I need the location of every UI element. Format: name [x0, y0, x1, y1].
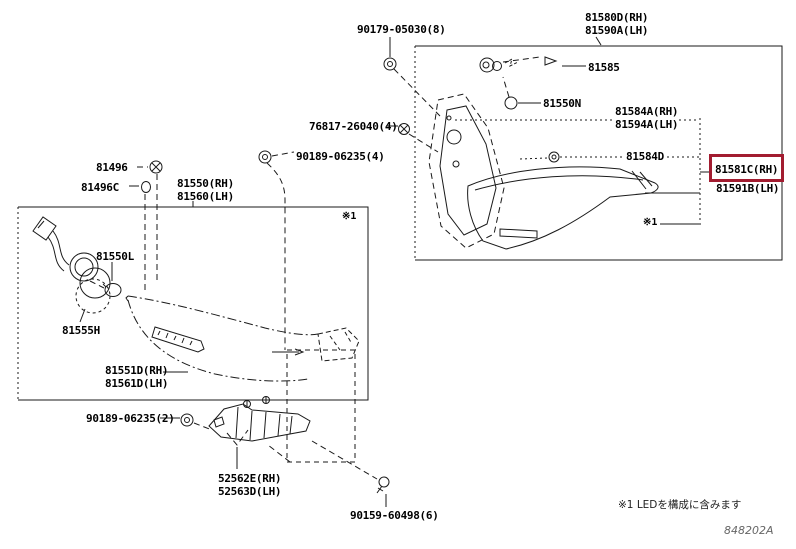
leader-lines-solid: [79, 36, 710, 507]
tail-lamp-lens-drawing: [467, 166, 659, 250]
part-label-81584a[interactable]: 81584A(RH): [615, 105, 679, 118]
part-label-52563d[interactable]: 52563D(LH): [218, 485, 282, 498]
lamp-body-81551d-drawing: [125, 295, 360, 382]
part-label-81555h[interactable]: 81555H: [62, 324, 100, 337]
bulb-81585-drawing: [479, 56, 558, 73]
gasket-81584a-drawing: [428, 93, 505, 249]
screw-81496-icon: [149, 160, 163, 174]
leader-lines-dashed: [89, 56, 541, 480]
part-label-81550l[interactable]: 81550L: [96, 250, 134, 263]
part-label-81590a[interactable]: 81590A(LH): [585, 24, 649, 37]
part-label-81550[interactable]: 81550(RH): [177, 177, 234, 190]
bracket-52562e-drawing: [208, 396, 311, 442]
nut-icon: [383, 57, 397, 71]
part-label-81594a[interactable]: 81594A(LH): [615, 118, 679, 131]
detail-region-box: [286, 349, 356, 463]
clip-90189-4-icon: [258, 150, 272, 164]
right-assembly-box: [414, 45, 783, 261]
led-footnote: ※1 LEDを構成に含みます: [618, 499, 742, 511]
screw-90159-icon: [376, 476, 390, 494]
left-assembly-box: [17, 206, 369, 401]
part-label-52562e[interactable]: 52562E(RH): [218, 472, 282, 485]
leader-lines-dotted: [455, 118, 701, 225]
part-label-90189-06235-2[interactable]: 90189-06235(2): [86, 412, 175, 425]
part-label-90159-60498[interactable]: 90159-60498(6): [350, 509, 439, 522]
socket-81555h-drawing: [32, 216, 111, 314]
grommet-81496c-icon: [141, 181, 151, 193]
part-label-81551d-81561d[interactable]: 81551D(RH) 81561D(LH): [105, 364, 169, 390]
part-label-81560[interactable]: 81560(LH): [177, 190, 234, 203]
grommet-81550n-icon: [504, 96, 518, 110]
part-label-81496c[interactable]: 81496C: [81, 181, 119, 194]
figure-code: 848202A: [724, 524, 774, 537]
part-label-81550-81560[interactable]: 81550(RH) 81560(LH): [177, 177, 234, 203]
part-label-76817-26040[interactable]: 76817-26040(4): [309, 120, 398, 133]
part-label-81581c[interactable]: 81581C(RH): [715, 163, 779, 176]
part-label-52562e-52563d[interactable]: 52562E(RH) 52563D(LH): [218, 472, 282, 498]
part-label-81561d[interactable]: 81561D(LH): [105, 377, 169, 390]
highlighted-part-box[interactable]: 81581C(RH): [709, 154, 785, 182]
part-label-81580d-81590a[interactable]: 81580D(RH) 81590A(LH): [585, 11, 649, 37]
part-label-81591b[interactable]: 81591B(LH): [716, 182, 780, 195]
part-label-81585[interactable]: 81585: [588, 61, 620, 74]
ref-marker-left-box: ※1: [342, 211, 357, 222]
clip-90189-2-icon: [180, 413, 194, 427]
part-label-81550n[interactable]: 81550N: [543, 97, 581, 110]
ref-marker-right-box: ※1: [643, 217, 658, 228]
part-label-81551d[interactable]: 81551D(RH): [105, 364, 169, 377]
part-label-81580d[interactable]: 81580D(RH): [585, 11, 649, 24]
screw-76817-icon: [398, 123, 410, 135]
part-label-81496[interactable]: 81496: [96, 161, 128, 174]
part-label-90189-06235-4[interactable]: 90189-06235(4): [296, 150, 385, 163]
grommet-81550l-icon: [102, 283, 122, 297]
clip-81584d-icon: [548, 151, 560, 163]
part-label-81584a-81594a[interactable]: 81584A(RH) 81594A(LH): [615, 105, 679, 131]
part-label-81584d[interactable]: 81584D: [626, 150, 664, 163]
part-label-90179-05030[interactable]: 90179-05030(8): [357, 23, 446, 36]
